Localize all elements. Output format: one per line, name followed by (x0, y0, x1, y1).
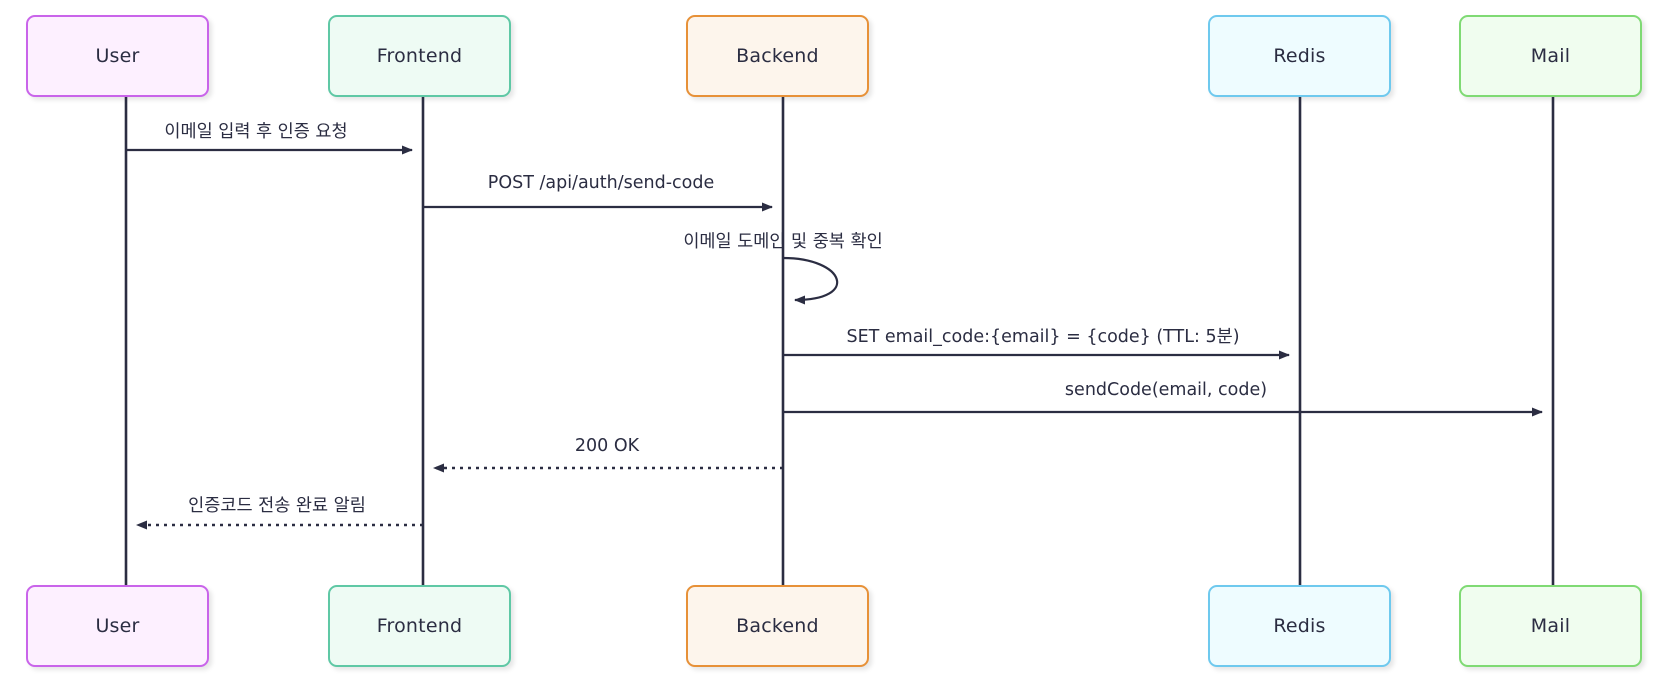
message-label-m2: POST /api/auth/send-code (487, 173, 715, 193)
actor-label-redis-bottom: Redis (1273, 615, 1326, 637)
message-label-m7: 인증코드 전송 완료 알림 (188, 496, 366, 516)
actor-box-redis-top[interactable]: Redis (1208, 15, 1391, 97)
actor-label-backend-top: Backend (736, 45, 819, 67)
actor-box-redis-bottom[interactable]: Redis (1208, 585, 1391, 667)
actor-label-backend-bottom: Backend (736, 615, 819, 637)
message-label-m3: 이메일 도메인 및 중복 확인 (683, 232, 883, 252)
lifelines (124, 97, 1555, 585)
actor-box-backend-bottom[interactable]: Backend (686, 585, 869, 667)
actor-box-mail-bottom[interactable]: Mail (1459, 585, 1642, 667)
actor-box-frontend-bottom[interactable]: Frontend (328, 585, 511, 667)
message-label-m4: SET email_code:{email} = {code} (TTL: 5분… (846, 327, 1240, 347)
message-label-m5: sendCode(email, code) (1064, 380, 1268, 400)
actor-box-user-bottom[interactable]: User (26, 585, 209, 667)
actor-label-frontend-top: Frontend (376, 45, 463, 67)
message-label-m1: 이메일 입력 후 인증 요청 (164, 122, 348, 142)
actor-box-user-top[interactable]: User (26, 15, 209, 97)
message-arrow-m3-self-loop[interactable] (782, 256, 839, 305)
actor-label-frontend-bottom: Frontend (376, 615, 463, 637)
actor-label-user-top: User (95, 45, 140, 67)
actor-label-user-bottom: User (95, 615, 140, 637)
actor-label-mail-bottom: Mail (1530, 615, 1571, 637)
actor-box-frontend-top[interactable]: Frontend (328, 15, 511, 97)
message-label-m6: 200 OK (574, 436, 640, 456)
actor-box-backend-top[interactable]: Backend (686, 15, 869, 97)
message-arrows (126, 145, 1543, 530)
actor-label-mail-top: Mail (1530, 45, 1571, 67)
actor-label-redis-top: Redis (1273, 45, 1326, 67)
actor-box-mail-top[interactable]: Mail (1459, 15, 1642, 97)
